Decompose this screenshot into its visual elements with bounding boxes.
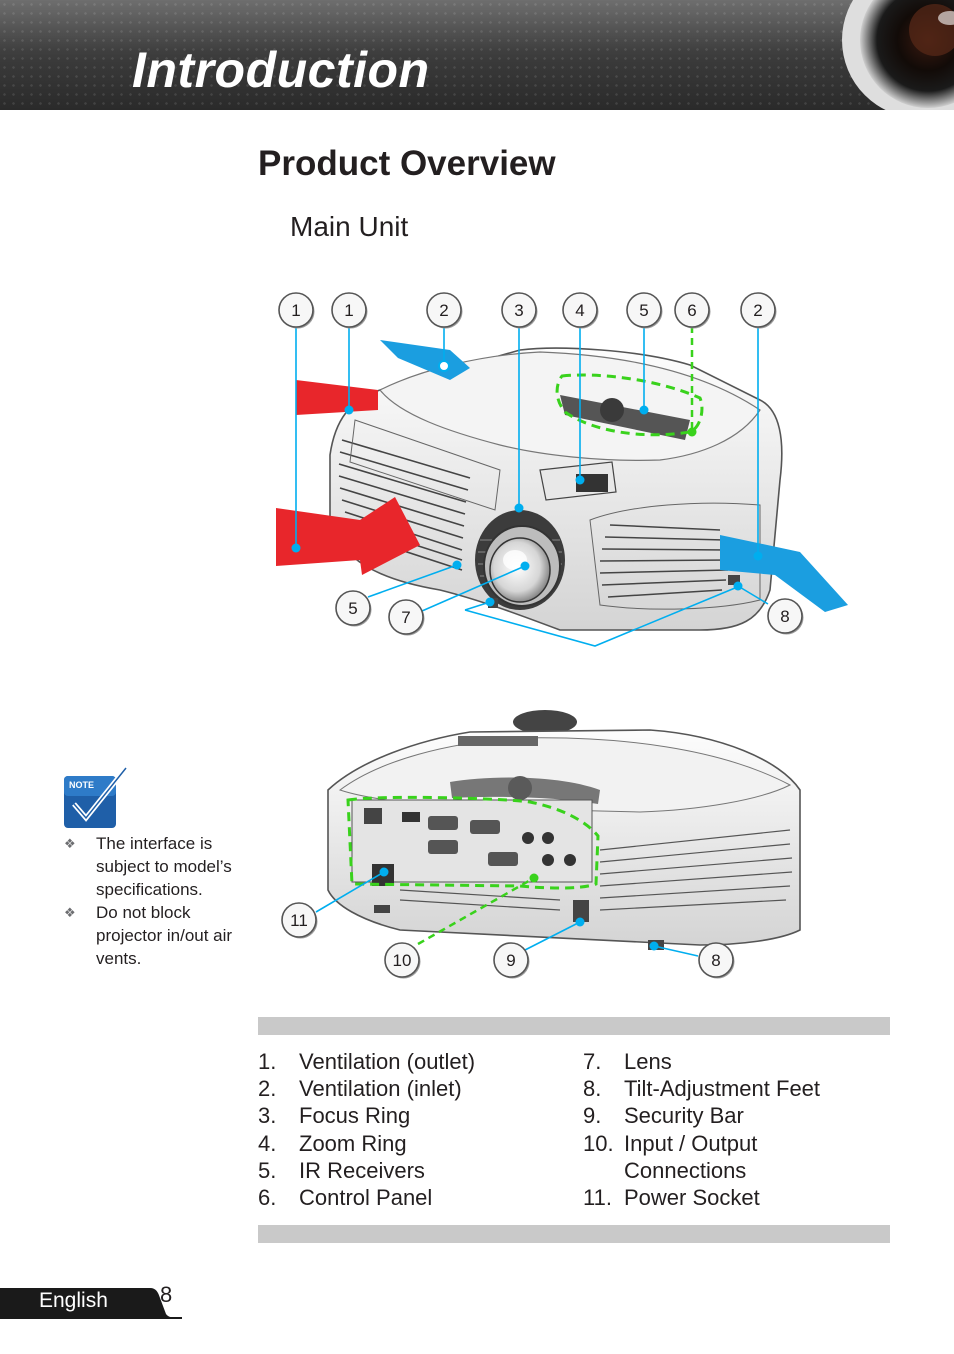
note-icon: NOTE — [64, 766, 128, 828]
footer-language-tab — [0, 1288, 182, 1319]
page-title: Product Overview — [258, 144, 556, 183]
callout-number: 2 — [753, 301, 762, 320]
footer-language: English — [39, 1289, 108, 1312]
callout-number: 10 — [393, 951, 412, 970]
callout-number: 5 — [348, 599, 357, 618]
diamond-bullet-icon: ❖ — [64, 836, 76, 851]
legend-item: 1.Ventilation (outlet) — [258, 1049, 476, 1074]
chapter-title: Introduction — [132, 42, 430, 98]
callout-badge: 6 — [674, 292, 711, 329]
callout-badge: 3 — [501, 292, 538, 329]
page-number: 8 — [160, 1282, 173, 1307]
legend-item: 7.Lens — [583, 1049, 672, 1074]
callout-number: 3 — [514, 301, 523, 320]
callout-badge: 8 — [698, 942, 735, 979]
chapter-banner: Introduction — [0, 0, 954, 110]
callout-badge: 8 — [767, 598, 804, 635]
page-subtitle: Main Unit — [290, 211, 409, 242]
callout-number: 1 — [291, 301, 300, 320]
projector-front-view — [329, 347, 783, 631]
callout-number: 1 — [344, 301, 353, 320]
legend-top-rule — [258, 1017, 890, 1035]
inlet-arrow-side — [720, 535, 848, 612]
callout-badge: 5 — [626, 292, 663, 329]
legend-item: 11.Power Socket — [583, 1185, 760, 1211]
callout-badge: 7 — [388, 599, 425, 636]
projector-rear-view — [327, 710, 801, 950]
callout-badge: 9 — [493, 942, 530, 979]
callout-badge: 4 — [562, 292, 599, 329]
legend-item: 8.Tilt-Adjustment Feet — [583, 1076, 821, 1102]
callout-number: 9 — [506, 951, 515, 970]
legend-item: 6.Control Panel — [258, 1185, 433, 1211]
outlet-arrow-bottom — [276, 497, 420, 575]
callout-number: 2 — [439, 301, 448, 320]
callout-number: 7 — [401, 608, 410, 627]
callout-badge: 11 — [281, 902, 318, 939]
note-item: ❖ The interface is subject to model’s sp… — [64, 834, 232, 899]
callout-number: 6 — [687, 301, 696, 320]
legend-left-column: 1.Ventilation (outlet) 2.Ventilation (in… — [258, 1048, 568, 1211]
callout-badge: 10 — [384, 942, 421, 979]
callout-badge: 1 — [278, 292, 315, 329]
diamond-bullet-icon: ❖ — [64, 905, 76, 920]
callout-number: 4 — [575, 301, 584, 320]
note-item: ❖ Do not block projector in/out air vent… — [64, 903, 233, 968]
legend-item: 10.Input / Output Connections — [583, 1130, 758, 1183]
legend-bottom-rule — [258, 1225, 890, 1243]
legend-item: 3.Focus Ring — [258, 1103, 411, 1129]
callout-number: 8 — [711, 951, 720, 970]
callout-number: 11 — [290, 911, 308, 930]
callout-number: 5 — [639, 301, 648, 320]
callout-badge: 1 — [331, 292, 368, 329]
callout-badge: 2 — [426, 292, 463, 329]
legend-item: 4.Zoom Ring — [258, 1130, 407, 1156]
legend-right-column: 7.Lens 8.Tilt-Adjustment Feet 9.Security… — [583, 1048, 843, 1211]
callout-badge: 5 — [335, 590, 372, 627]
note-list: ❖ The interface is subject to model’s sp… — [62, 832, 252, 970]
lens-graphic — [842, 0, 954, 110]
outlet-arrow-top — [296, 380, 378, 415]
callout-badge: 2 — [740, 292, 777, 329]
legend-item: 2.Ventilation (inlet) — [258, 1076, 462, 1102]
callout-number: 8 — [780, 607, 789, 626]
note-label: NOTE — [69, 780, 94, 790]
legend-item: 5.IR Receivers — [258, 1157, 425, 1183]
legend-item: 9.Security Bar — [583, 1103, 744, 1129]
